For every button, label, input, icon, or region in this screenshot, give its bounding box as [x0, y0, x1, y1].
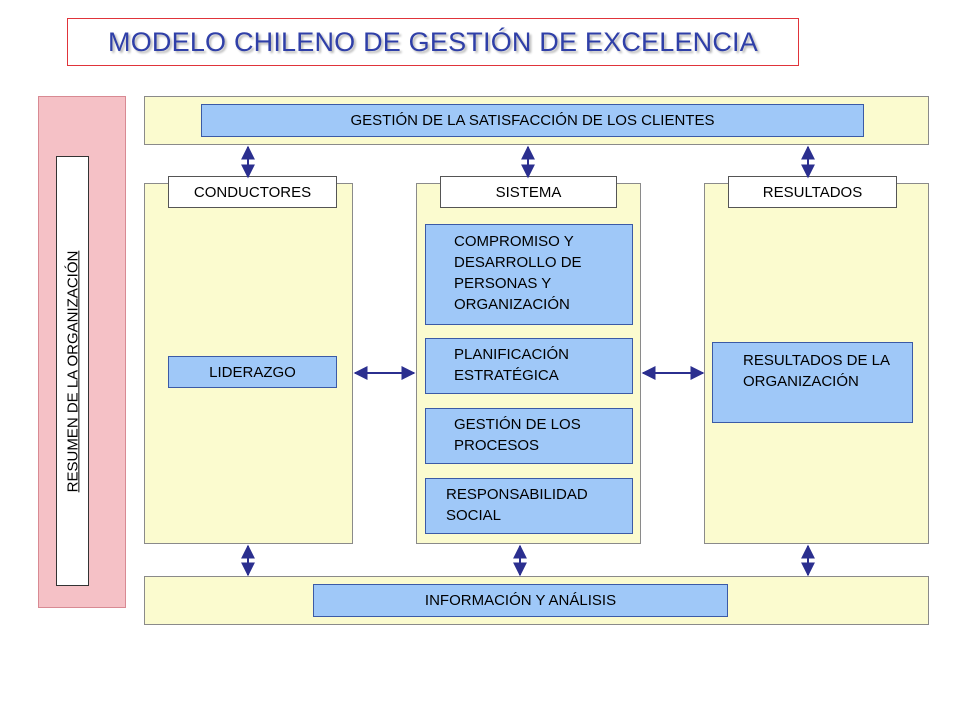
title-frame [67, 18, 799, 66]
social-responsibility-box: RESPONSABILIDAD SOCIAL [425, 478, 633, 534]
strategic-planning-box: PLANIFICACIÓN ESTRATÉGICA [425, 338, 633, 394]
leadership-box: LIDERAZGO [168, 356, 337, 388]
sidebar-label-box [56, 156, 89, 586]
customer-satisfaction-box: GESTIÓN DE LA SATISFACCIÓN DE LOS CLIENT… [201, 104, 864, 137]
information-analysis-box: INFORMACIÓN Y ANÁLISIS [313, 584, 728, 617]
system-label: SISTEMA [440, 176, 617, 208]
organization-results-box: RESULTADOS DE LA ORGANIZACIÓN [712, 342, 913, 423]
drivers-label: CONDUCTORES [168, 176, 337, 208]
people-development-box: COMPROMISO Y DESARROLLO DE PERSONAS Y OR… [425, 224, 633, 325]
results-label: RESULTADOS [728, 176, 897, 208]
page-title: MODELO CHILENO DE GESTIÓN DE EXCELENCIA [108, 26, 758, 57]
process-management-box: GESTIÓN DE LOS PROCESOS [425, 408, 633, 464]
